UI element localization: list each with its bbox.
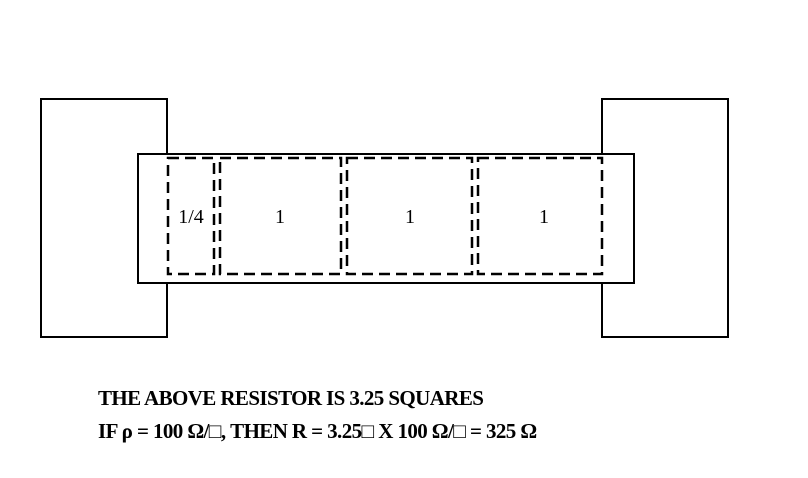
quarter-square-label: 1/4	[178, 206, 204, 228]
caption-resistance-formula: IF ρ = 100 Ω/□, THEN R = 3.25□ X 100 Ω/□…	[98, 419, 537, 443]
square-label-2: 1	[405, 206, 415, 228]
caption-resistor-squares: THE ABOVE RESISTOR IS 3.25 SQUARES	[98, 386, 484, 410]
quarter-square-outline	[166, 156, 216, 276]
resistor-body	[137, 153, 635, 284]
square-outline-3	[476, 156, 604, 276]
square-outline-1	[218, 156, 343, 276]
square-label-1: 1	[275, 206, 285, 228]
square-label-3: 1	[539, 206, 549, 228]
